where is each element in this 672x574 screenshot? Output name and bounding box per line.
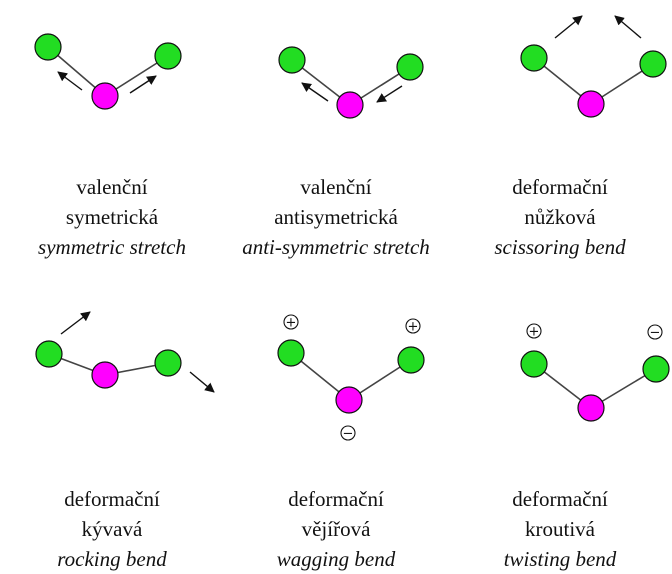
plus-sign-icon: + [405, 318, 421, 335]
motion-arrow [614, 15, 642, 39]
label-czech-line2: vějířová [301, 517, 371, 541]
outer-atom-left [35, 340, 63, 368]
outer-atom-right [154, 42, 182, 70]
outer-atom-right [154, 349, 182, 377]
label-english: scissoring bend [494, 235, 626, 259]
label-twisting-bend: deformační kroutivá twisting bend [448, 484, 672, 574]
motion-arrow [129, 75, 157, 94]
plus-sign-icon-ring [405, 318, 421, 334]
motion-arrow [301, 82, 329, 102]
molecule-anti-symmetric-stretch [278, 46, 424, 119]
central-atom [335, 386, 363, 414]
motion-arrow [554, 15, 583, 39]
label-scissoring-bend: deformační nůžková scissoring bend [448, 172, 672, 262]
label-english: anti-symmetric stretch [242, 235, 430, 259]
central-atom [577, 394, 605, 422]
label-czech-line2: symetrická [65, 205, 159, 229]
plus-sign-icon: + [526, 323, 542, 340]
minus-sign-icon: − [647, 324, 663, 341]
minus-sign-icon-sign: − [343, 427, 354, 442]
molecule-scissoring-bend [520, 15, 667, 118]
minus-sign-icon-ring [647, 324, 663, 340]
label-english: rocking bend [57, 547, 167, 571]
label-wagging-bend: deformační vějířová wagging bend [224, 484, 448, 574]
label-anti-symmetric-stretch: valenční antisymetrická anti-symmetric s… [224, 172, 448, 262]
molecule-rocking-bend [35, 311, 215, 393]
outer-atom-right [642, 355, 670, 383]
label-czech-line1: valenční [300, 175, 372, 199]
central-atom [577, 90, 605, 118]
label-czech-line1: deformační [512, 175, 608, 199]
label-czech-line2: nůžková [524, 205, 596, 229]
plus-sign-icon-sign: + [529, 325, 540, 340]
label-english: wagging bend [276, 547, 396, 571]
molecule-symmetric-stretch [34, 33, 182, 110]
motion-arrow [189, 371, 215, 393]
motion-arrow [376, 85, 403, 103]
label-english: twisting bend [503, 547, 617, 571]
label-czech-line2: antisymetrická [274, 205, 398, 229]
outer-atom-left [520, 44, 548, 72]
outer-atom-right [639, 50, 667, 78]
label-symmetric-stretch: valenční symetrická symmetric stretch [0, 172, 224, 262]
label-czech-line2: kývavá [81, 517, 143, 541]
central-atom [336, 91, 364, 119]
label-czech-line1: deformační [64, 487, 160, 511]
outer-atom-left [34, 33, 62, 61]
minus-sign-icon-sign: − [650, 326, 661, 341]
label-english: symmetric stretch [38, 235, 186, 259]
minus-sign-icon: − [340, 425, 356, 442]
plus-sign-icon-sign: + [286, 316, 297, 331]
label-czech-line1: valenční [76, 175, 148, 199]
molecule-twisting-bend: +− [520, 323, 670, 422]
label-czech-line1: deformační [512, 487, 608, 511]
central-atom [91, 361, 119, 389]
plus-sign-icon-ring [283, 314, 299, 330]
label-rocking-bend: deformační kývavá rocking bend [0, 484, 224, 574]
motion-arrow [57, 71, 83, 91]
outer-atom-left [277, 339, 305, 367]
outer-atom-right [397, 346, 425, 374]
label-czech-line2: kroutivá [525, 517, 595, 541]
outer-atom-left [278, 46, 306, 74]
motion-arrow [60, 311, 91, 335]
minus-sign-icon-ring [340, 425, 356, 441]
plus-sign-icon: + [283, 314, 299, 331]
molecule-wagging-bend: + + − [277, 314, 425, 442]
outer-atom-left [520, 350, 548, 378]
central-atom [91, 82, 119, 110]
plus-sign-icon-sign: + [408, 320, 419, 335]
label-czech-line1: deformační [288, 487, 384, 511]
plus-sign-icon-ring [526, 323, 542, 339]
outer-atom-right [396, 53, 424, 81]
